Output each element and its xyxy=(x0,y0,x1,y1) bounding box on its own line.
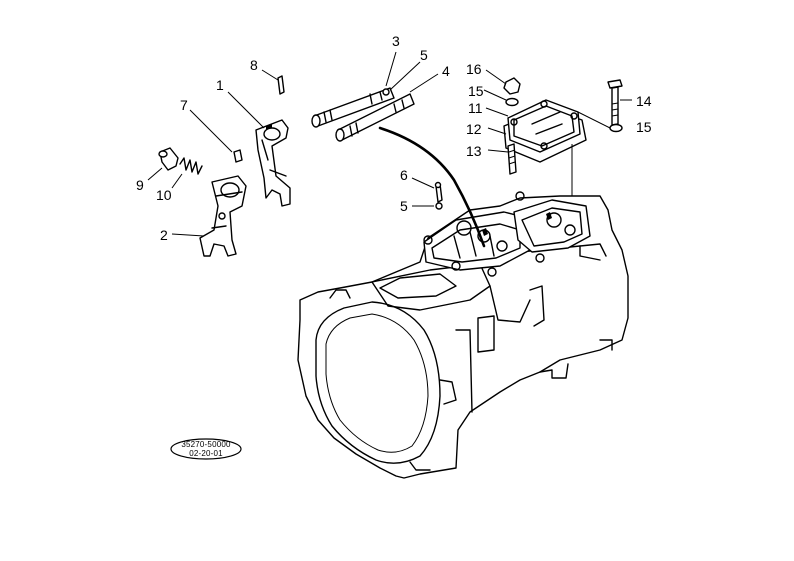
callout-1: 1 xyxy=(216,77,224,93)
callout-6: 6 xyxy=(400,167,408,183)
pin-7 xyxy=(233,149,243,163)
callout-15b: 15 xyxy=(636,119,652,135)
drawing-code-line1: 35270-50000 xyxy=(181,440,231,449)
breather-cable xyxy=(378,126,486,248)
washer-15a xyxy=(505,97,519,107)
callout-8: 8 xyxy=(250,57,258,73)
callout-10: 10 xyxy=(156,187,172,203)
callout-9: 9 xyxy=(136,177,144,193)
drawing-code-badge: 35270-50000 02-20-01 xyxy=(170,438,242,460)
pin-8 xyxy=(277,75,285,95)
callout-11: 11 xyxy=(468,100,483,116)
nut-16 xyxy=(503,77,521,95)
callout-14: 14 xyxy=(636,93,652,109)
spring-10 xyxy=(179,157,203,175)
callout-16: 16 xyxy=(466,61,482,77)
bolt-6 xyxy=(434,181,443,203)
callout-7: 7 xyxy=(180,97,188,113)
shift-rail-4 xyxy=(335,93,415,142)
transmission-case xyxy=(297,191,629,479)
callout-13: 13 xyxy=(466,143,482,159)
callout-15a: 15 xyxy=(468,83,484,99)
stud-13 xyxy=(507,143,517,175)
callout-2: 2 xyxy=(160,227,168,243)
callout-4: 4 xyxy=(442,63,450,79)
cover-11 xyxy=(507,99,581,153)
shift-fork-1 xyxy=(255,119,291,207)
drawing-code-line2: 02-20-01 xyxy=(189,449,223,458)
shift-fork-2 xyxy=(199,175,247,257)
ball-5a xyxy=(382,88,390,96)
leader-lines xyxy=(147,51,632,237)
bolt-14 xyxy=(607,79,623,126)
ball-5b xyxy=(435,202,443,210)
callout-5a: 5 xyxy=(420,47,428,63)
washer-15b xyxy=(609,123,623,133)
callout-12: 12 xyxy=(466,121,482,137)
callout-3: 3 xyxy=(392,33,400,49)
shift-rail-3 xyxy=(311,87,395,128)
callout-5b: 5 xyxy=(400,198,408,214)
plug-9 xyxy=(158,147,179,171)
callout-labels: 1 2 3 4 5 5 6 7 8 9 10 11 12 13 14 15 15… xyxy=(136,33,652,243)
